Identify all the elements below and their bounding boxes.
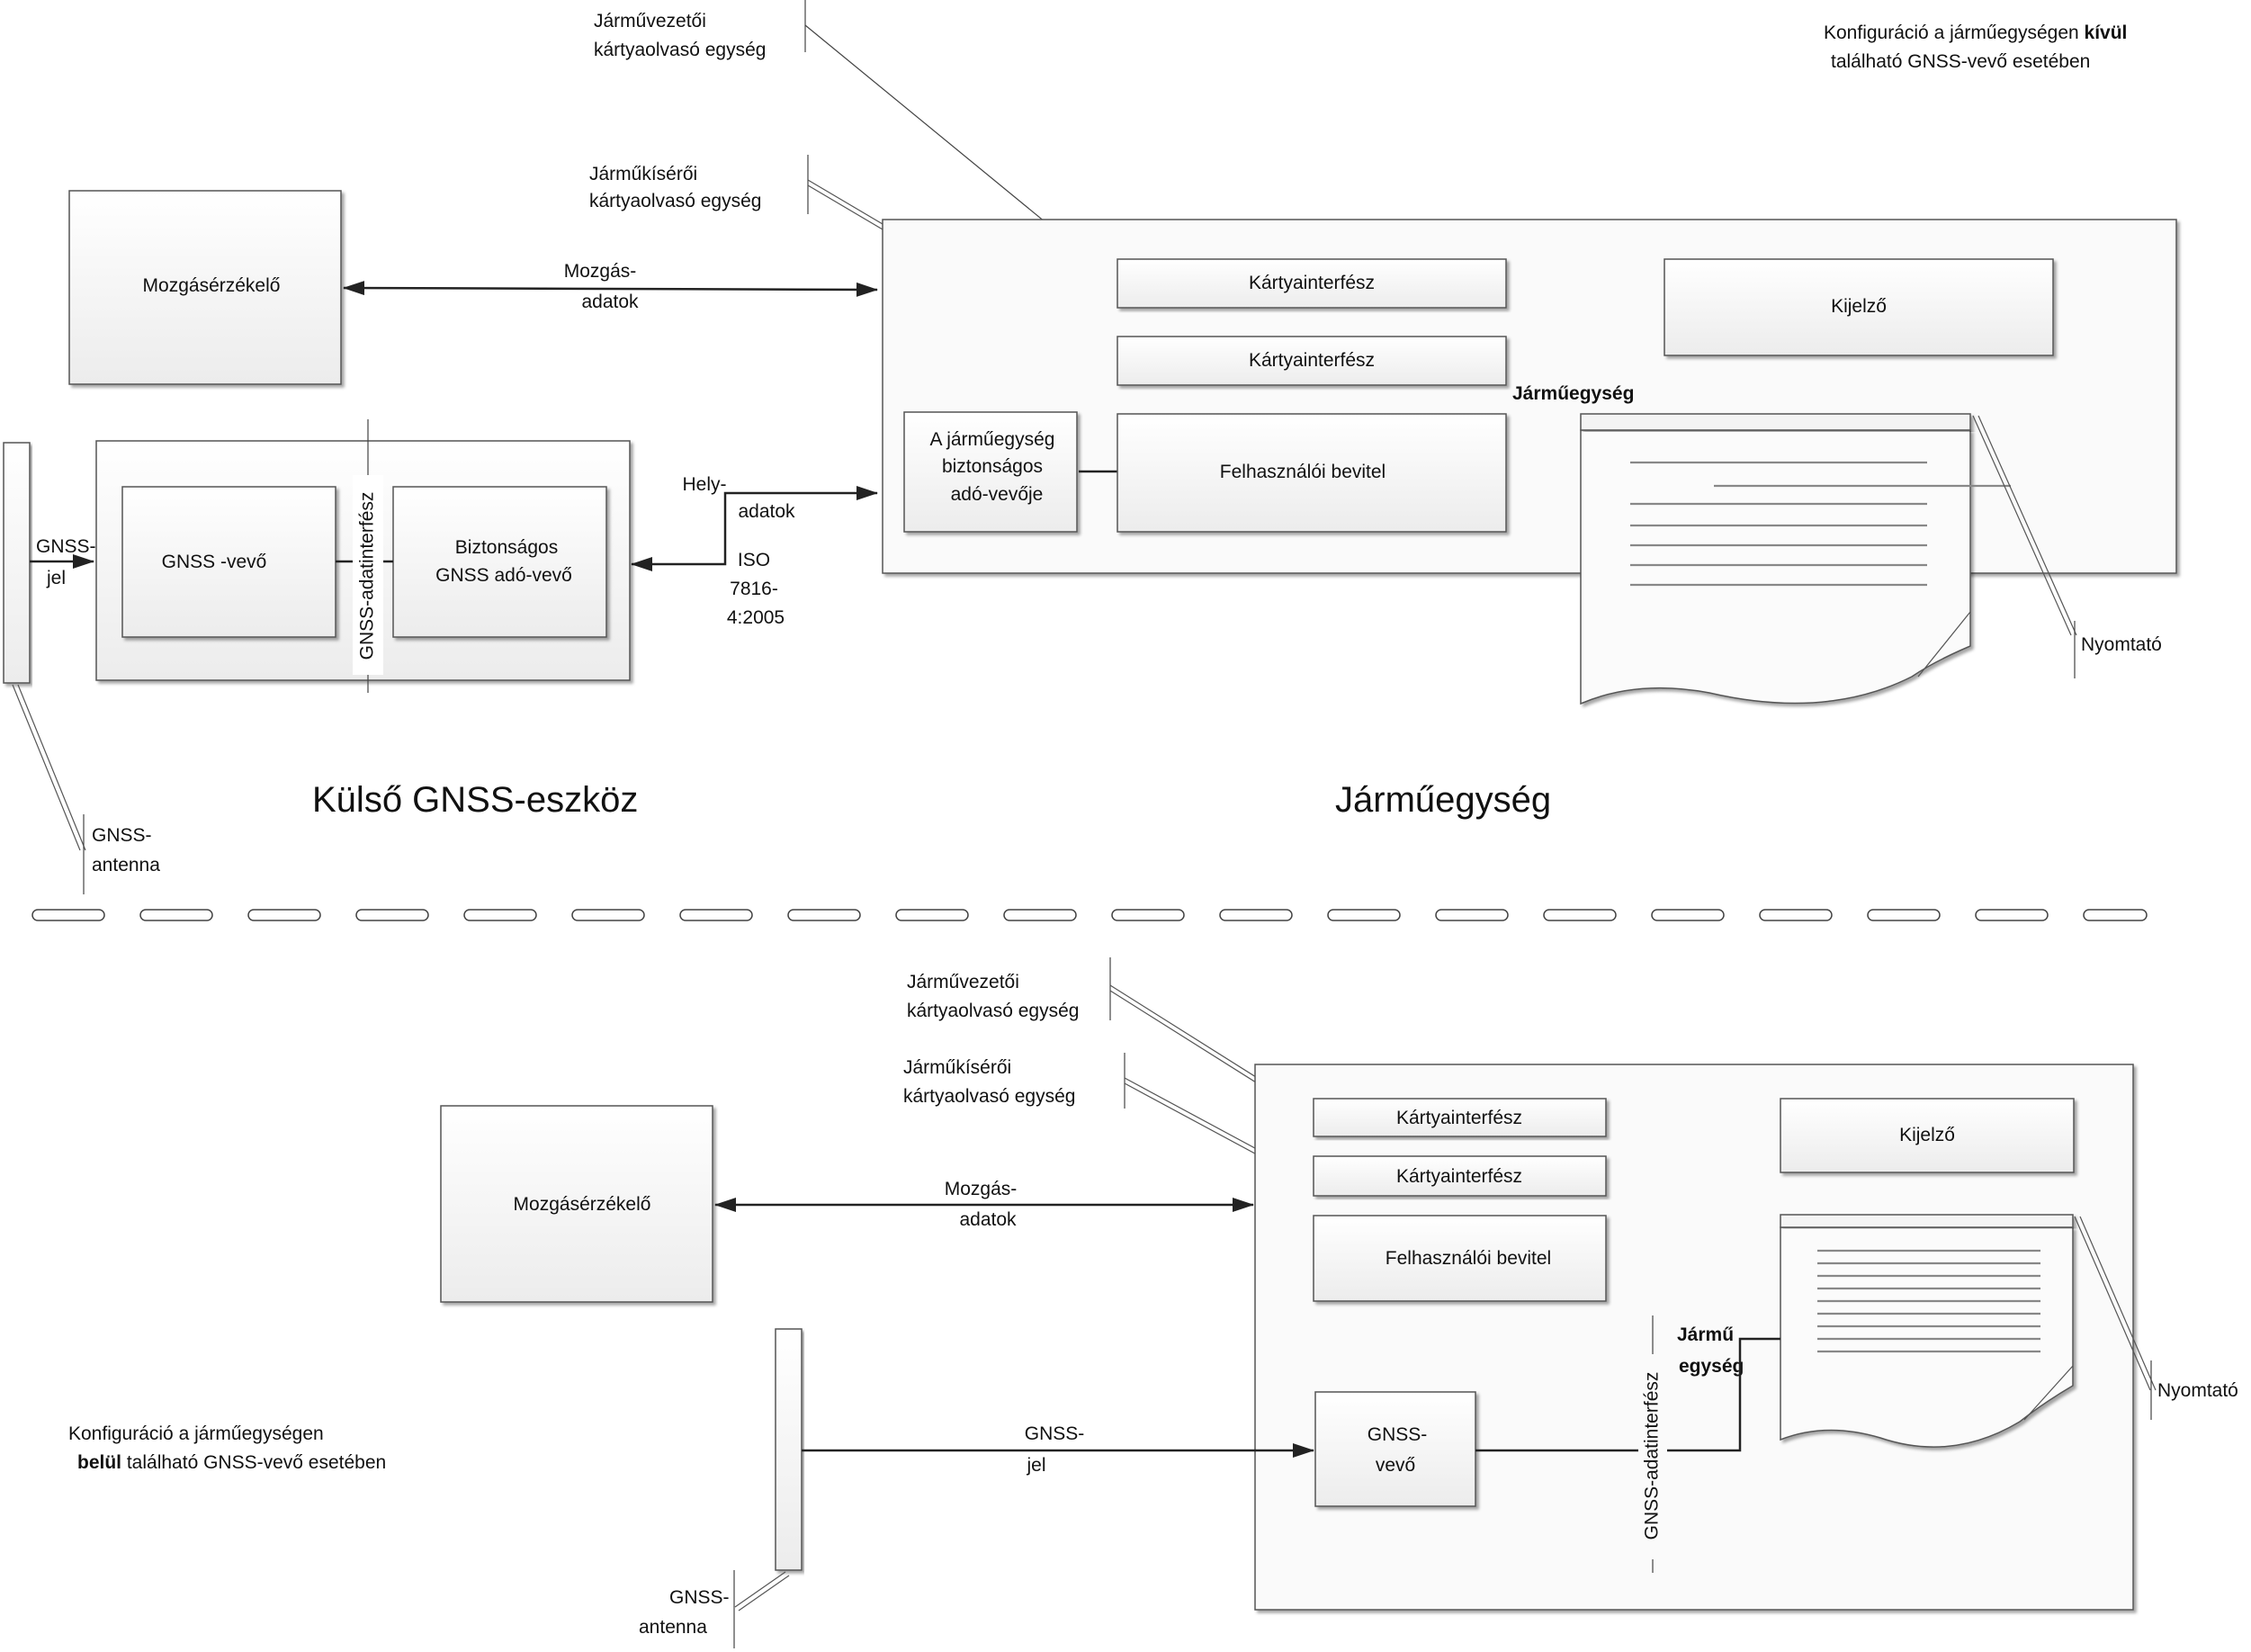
top-config-note-line1: Konfiguráció a járműegységen kívül [1824,22,2127,43]
top-display-box [1664,258,2054,356]
bottom-antenna-leader-b [738,1575,790,1612]
top-iso-label-2: 7816- [730,579,778,599]
bottom-card-interface-2-box [1313,1155,1607,1197]
top-antenna-label-1: GNSS- [92,825,152,846]
bottom-vu-label-1: Jármű [1677,1324,1734,1345]
bottom-gnss-receiver-label-1: GNSS- [1368,1424,1428,1445]
top-card-interface-1-label: Kártyainterfész [1249,273,1375,293]
bottom-gnss-signal-label-2: jel [1026,1455,1045,1476]
top-motion-data-arrow [343,281,878,297]
top-position-data-connector [631,486,878,571]
top-gnss-receiver-label: GNSS -vevő [162,552,267,572]
bottom-antenna-label-2: antenna [639,1617,707,1638]
top-secure-gnss-label-1: Biztonságos [455,537,558,558]
top-driver-card-label-2: kártyaolvasó egység [594,40,766,60]
bottom-codriver-card-label-1: Járműkísérői [903,1057,1011,1078]
bottom-gnss-receiver-box [1314,1391,1476,1507]
bottom-motion-data-label-2: adatok [959,1209,1017,1230]
top-card-interface-2-label: Kártyainterfész [1249,350,1375,371]
bottom-gnss-data-interface-label: GNSS-adatinterfész [1642,1372,1663,1540]
bottom-configuration: Járművezetői kártyaolvasó egység Járműkí… [68,957,2238,1648]
bottom-printer-leader-b [2079,1216,2157,1391]
bottom-gnss-data-connector [1475,1337,1780,1452]
top-iso-label-1: ISO [738,550,770,570]
top-printer-label: Nyomtató [2081,634,2162,655]
bottom-gnss-signal-label-1: GNSS- [1025,1423,1085,1444]
top-vu-secure-label-1: A járműegység [930,429,1055,450]
top-codriver-card-label-1: Járműkísérői [589,164,697,184]
bottom-card-interface-1-box [1313,1098,1607,1137]
top-antenna-leader-a [12,684,81,851]
bottom-display-label: Kijelző [1899,1125,1955,1145]
bottom-motion-sensor-label: Mozgásérzékelő [514,1194,651,1215]
bottom-card-interface-2-label: Kártyainterfész [1396,1166,1522,1187]
top-user-input-label: Felhasználói bevitel [1220,462,1386,482]
top-antenna-label-2: antenna [92,855,160,875]
bottom-display-box [1780,1098,2075,1173]
top-config-note-line2: található GNSS-vevő esetében [1831,51,2090,72]
bottom-user-input-label: Felhasználói bevitel [1386,1248,1551,1269]
bottom-antenna-label-1: GNSS- [669,1587,730,1608]
top-vu-secure-transceiver-box [903,411,1078,533]
top-antenna-leader-b [17,684,86,851]
top-secure-gnss-label-2: GNSS adó-vevő [435,565,572,586]
top-user-input-box [1117,413,1507,533]
top-configuration: Konfiguráció a járműegységen kívül talál… [3,0,2177,894]
bottom-motion-data-label-1: Mozgás- [945,1179,1018,1199]
top-motion-sensor-label: Mozgásérzékelő [143,275,281,296]
top-card-interface-2-box [1117,336,1507,386]
top-driver-card-label-1: Járművezetői [594,11,706,31]
top-title-vehicle-unit: Járműegység [1335,780,1551,820]
bottom-printer-label: Nyomtató [2157,1380,2238,1401]
top-printer-leader-b [1977,415,2077,636]
bottom-vu-label-2: egység [1679,1356,1744,1377]
top-gnss-antenna-box [3,442,31,684]
bottom-driver-card-label-2: kártyaolvasó egység [907,1001,1079,1021]
top-printer-icon [1580,413,2011,705]
bottom-gnss-antenna-box [775,1328,803,1571]
bottom-gnss-receiver-label-2: vevő [1376,1455,1415,1476]
top-vu-label: Járműegység [1512,383,1634,404]
top-gnss-data-interface-label: GNSS-adatinterfész [357,492,378,660]
top-vu-secure-label-3: adó-vevője [951,484,1044,505]
top-title-external-gnss: Külső GNSS-eszköz [312,780,638,820]
top-secure-gnss-transceiver-box [392,486,607,638]
top-gnss-signal-label-1: GNSS- [36,536,96,557]
top-card-interface-1-box [1117,258,1507,309]
top-display-label: Kijelző [1831,296,1887,317]
top-vu-secure-label-2: biztonságos [942,456,1043,477]
top-position-data-label-2: adatok [738,501,795,522]
top-motion-data-label-2: adatok [581,292,639,312]
top-codriver-card-label-2: kártyaolvasó egység [589,191,761,211]
bottom-antenna-leader-a [734,1571,786,1608]
top-position-data-label-1: Hely- [682,474,726,495]
bottom-codriver-card-label-2: kártyaolvasó egység [903,1086,1075,1107]
bottom-config-note-line1: Konfiguráció a járműegységen [68,1423,324,1444]
bottom-printer-icon [1780,1214,2074,1448]
bottom-user-input-box [1313,1215,1607,1302]
top-motion-sensor-box [68,190,342,385]
bottom-config-note-line2: belül található GNSS-vevő esetében [77,1452,386,1473]
top-motion-data-label-1: Mozgás- [564,261,637,282]
section-divider [31,909,2148,921]
top-printer-leader-a [1972,415,2072,636]
bottom-motion-sensor-box [440,1105,713,1303]
bottom-card-interface-1-label: Kártyainterfész [1396,1108,1522,1128]
bottom-driver-card-label-1: Járművezetői [907,972,1019,992]
bottom-printer-leader-a [2074,1216,2151,1391]
top-iso-label-3: 4:2005 [727,607,785,628]
top-gnss-signal-label-2: jel [46,568,66,588]
